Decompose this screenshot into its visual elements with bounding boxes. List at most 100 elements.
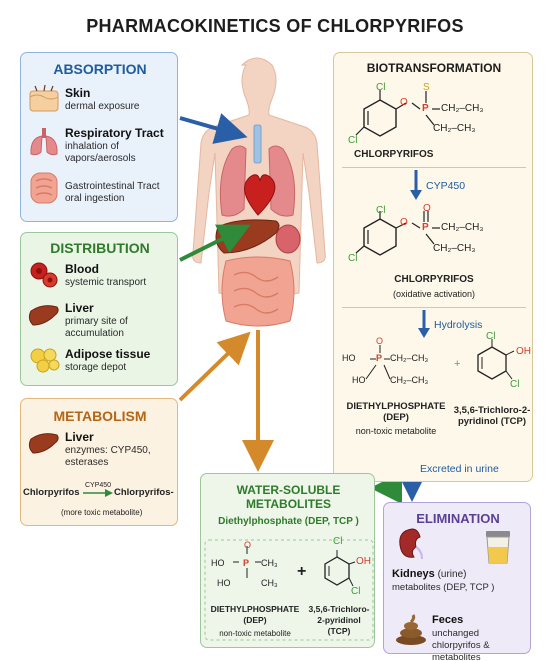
- dep-ho: HO: [342, 353, 356, 363]
- atom-o: O: [400, 97, 408, 108]
- absorption-item-title: Skin: [65, 86, 91, 100]
- page-title: PHARMACOKINETICS OF CHLORPYRIFOS: [86, 16, 464, 36]
- distribution-item-desc: storage depot: [65, 362, 127, 373]
- atom-cl: Cl: [351, 586, 361, 597]
- distribution-item-desc: systemic transport: [65, 277, 147, 288]
- reaction-arrow: [83, 489, 113, 497]
- atom-cl: Cl: [348, 253, 358, 264]
- trachea: [253, 124, 262, 164]
- blood-cells-icon: [30, 262, 58, 288]
- cyp450-arrow: [410, 170, 422, 200]
- absorption-item-desc: inhalation of vapors/aerosols: [65, 141, 136, 164]
- atom-o: O: [244, 540, 252, 550]
- ethyl-group: CH₂–CH₃: [433, 123, 476, 134]
- biotransformation-panel: BIOTRANSFORMATION Cl Cl O S P CH₂–CH₃ CH…: [333, 52, 533, 482]
- dep-ethyl: CH₂–CH₃: [390, 353, 429, 363]
- atom-cl: Cl: [510, 379, 520, 390]
- elimination-kidneys-suffix: (urine): [434, 569, 467, 580]
- liver-icon: [28, 433, 59, 454]
- metabolism-panel: METABOLISM Liver enzymes: CYP450, estera…: [20, 398, 178, 526]
- hydrolysis-label: Hydrolysis: [434, 319, 483, 331]
- absorption-panel: ABSORPTION Skin dermal exposure Respirat…: [20, 52, 178, 222]
- kidney-icon: [399, 528, 423, 560]
- cyp450-label: CYP450: [426, 180, 466, 192]
- atom-o: O: [376, 336, 384, 346]
- stomach: [275, 224, 301, 254]
- hydrolysis-arrow: [418, 310, 430, 338]
- distribution-item-title: Liver: [65, 301, 94, 315]
- ws-tcp-label: 3,5,6-Trichloro-2-pyridinol (TCP): [308, 604, 370, 636]
- intestines: [221, 256, 295, 327]
- chlorpyrifos-oxon-structure: [355, 211, 440, 256]
- atom-p: P: [422, 222, 429, 233]
- dep-label: DIETHYLPHOSPHATE (DEP): [346, 401, 446, 423]
- atom-p: P: [243, 558, 250, 568]
- water-soluble-heading: WATER-SOLUBLE METABOLITES: [236, 483, 341, 511]
- atom-cl: Cl: [348, 135, 358, 146]
- adipose-icon: [30, 348, 60, 373]
- chlorpyrifos-structure: [355, 90, 440, 137]
- atom-cl: Cl: [333, 536, 343, 547]
- dep-ho: HO: [352, 375, 366, 385]
- urine-cup-icon: [486, 531, 510, 564]
- ws-dep-note: non-toxic metabolite: [219, 629, 291, 638]
- water-soluble-panel: WATER-SOLUBLE METABOLITES Diethylphospha…: [200, 473, 375, 648]
- biotransformation-heading: BIOTRANSFORMATION: [366, 61, 502, 75]
- distribution-item-title: Adipose tissue: [65, 347, 151, 361]
- intestine-icon: [30, 172, 58, 204]
- atom-cl: Cl: [376, 82, 386, 93]
- oxidative-activation-note: (oxidative activation): [392, 289, 476, 299]
- absorption-item-desc: dermal exposure: [65, 101, 140, 112]
- chlorpyrifos-oxon-label: CHLORPYRIFOS: [394, 274, 474, 285]
- atom-p: P: [376, 353, 383, 363]
- elimination-item-feces: Feces unchanged chlorpyrifos & metabolit…: [432, 613, 528, 661]
- distribution-item-title: Blood: [65, 262, 99, 276]
- dep-ethyl: CH₂–CH₃: [390, 375, 429, 385]
- atom-oh: OH: [356, 556, 371, 567]
- absorption-heading: ABSORPTION: [53, 61, 147, 77]
- divider: [342, 307, 526, 308]
- absorption-item-respiratory: Respiratory Tract inhalation of vapors/a…: [65, 126, 177, 165]
- elimination-kidneys-title: Kidneys: [392, 568, 435, 580]
- liver-icon: [28, 305, 59, 326]
- divider: [342, 167, 526, 168]
- plus-sign: +: [297, 563, 307, 580]
- elimination-item-kidneys: Kidneys (urine) metabolites (DEP, TCP ): [392, 567, 528, 594]
- absorption-item-title: Respiratory Tract: [65, 126, 164, 140]
- metabolism-item-liver: Liver enzymes: CYP450, esterases: [65, 430, 173, 469]
- absorption-arrow: [179, 113, 248, 144]
- metabolism-arrow: [178, 331, 251, 402]
- distribution-panel: DISTRIBUTION Blood systemic transport Li…: [20, 232, 178, 386]
- absorption-item-skin: Skin dermal exposure: [65, 86, 139, 113]
- distribution-heading: DISTRIBUTION: [50, 240, 150, 256]
- atom-s: S: [423, 82, 430, 93]
- heart: [244, 174, 276, 216]
- metabolism-item-desc: enzymes: CYP450, esterases: [65, 445, 151, 468]
- atom-p: P: [422, 103, 429, 114]
- elimination-feces-desc: unchanged chlorpyrifos & metabolites: [432, 628, 490, 661]
- absorption-item-gi: Gastrointestinal Tract oral ingestion: [65, 181, 177, 205]
- ws-dep-structure: [204, 539, 374, 641]
- atom-o: O: [400, 217, 408, 228]
- tcp-structure: [477, 339, 515, 380]
- ethyl-group: CH₂–CH₃: [441, 103, 484, 114]
- ethyl-group: CH₂–CH₃: [433, 243, 476, 254]
- elimination-kidneys-desc: metabolites (DEP, TCP ): [392, 582, 495, 593]
- ws-dep-methyl: CH₃: [261, 558, 278, 568]
- elimination-panel: ELIMINATION Kidneys (urine) metabolites …: [383, 502, 531, 661]
- feces-icon: [396, 614, 426, 645]
- reaction-product: Chlorpyrifos-: [114, 487, 174, 498]
- ws-dep-ho: HO: [211, 558, 225, 568]
- reaction-substrate: Chlorpyrifos: [23, 487, 80, 498]
- ethyl-group: CH₂–CH₃: [441, 222, 484, 233]
- dep-note: non-toxic metabolite: [355, 426, 437, 436]
- reaction-enzyme: CYP450: [85, 482, 112, 489]
- water-soluble-subheading: Diethylphosphate (DEP, TCP ): [218, 516, 359, 527]
- elimination-heading: ELIMINATION: [416, 511, 500, 526]
- lungs: [219, 145, 296, 217]
- ws-tcp-structure: [324, 550, 356, 587]
- ws-dep-ho: HO: [217, 578, 231, 588]
- skin-icon: [29, 84, 59, 112]
- distribution-item-blood: Blood systemic transport: [65, 262, 146, 289]
- urine-label: Excreted in urine: [420, 463, 499, 475]
